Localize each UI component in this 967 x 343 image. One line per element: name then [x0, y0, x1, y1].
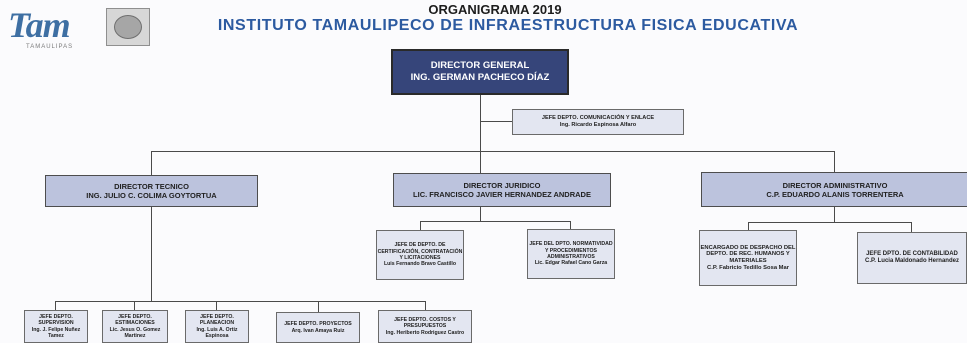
node-name: Lic. Edgar Rafael Cano Garza [534, 260, 608, 267]
organization-name: INSTITUTO TAMAULIPECO DE INFRAESTRUCTURA… [217, 17, 799, 34]
node-name: Ing. Ricardo Espinosa Alfaro [559, 122, 637, 128]
connector-directors-horizontal [151, 151, 834, 152]
node-director-administrativo: DIRECTOR ADMINISTRATIVO C.P. EDUARDO ALA… [701, 172, 967, 207]
node-normatividad: JEFE DEL DPTO. NORMATIVIDAD Y PROCEDIMIE… [527, 229, 615, 279]
connector-juridico [480, 151, 481, 173]
connector-costos [425, 301, 426, 310]
node-title: DIRECTOR TECNICO [114, 182, 189, 191]
node-name: LIC. FRANCISCO JAVIER HERNANDEZ ANDRADE [413, 190, 591, 199]
chart-title: ORGANIGRAMA 2019 [428, 2, 562, 17]
connector-dg-down [480, 95, 481, 151]
connector-juridico-horizontal [420, 221, 571, 222]
node-title: JEFE DE DEPTO. DE CERTIFICACIÓN, CONTRAT… [377, 242, 463, 261]
node-title: JEFE DEPTO. PROYECTOS [284, 321, 352, 328]
node-title: DIRECTOR GENERAL [430, 60, 530, 71]
node-name: Ing. J. Felipe Nuñez Tamez [31, 326, 81, 339]
connector-estimaciones [134, 301, 135, 310]
node-name: C.P. Lucia Maldonado Hernandez [865, 258, 959, 264]
node-title: JEFE DEL DPTO. NORMATIVIDAD Y PROCEDIMIE… [529, 241, 613, 260]
node-costos: JEFE DEPTO. COSTOS Y PRESUPUESTOS Ing. H… [378, 310, 472, 343]
node-certificacion: JEFE DE DEPTO. DE CERTIFICACIÓN, CONTRAT… [376, 230, 464, 280]
node-comunicacion-enlace: JEFE DEPTO. COMUNICACIÓN Y ENLACE Ing. R… [512, 109, 684, 135]
connector-rec-humanos [748, 222, 749, 230]
node-name: C.P. Fabricio Tedillo Sosa Mar [707, 264, 789, 271]
connector-tecnico [151, 151, 152, 175]
node-title: JEFE DEPTO. ESTIMACIONES [115, 313, 155, 327]
node-title: JEFE DEPTO. COSTOS Y PRESUPUESTOS [394, 317, 456, 330]
connector-administrativo-down [834, 207, 835, 222]
node-title: JEFE DPTO. DE CONTABILIDAD [866, 251, 958, 257]
connector-supervision [55, 301, 56, 310]
node-name: ING. JULIO C. COLIMA GOYTORTUA [86, 191, 217, 200]
connector-comunicacion [481, 121, 512, 122]
connector-tecnico-down [151, 207, 152, 301]
node-contabilidad: JEFE DPTO. DE CONTABILIDAD C.P. Lucia Ma… [857, 232, 967, 284]
connector-normatividad [570, 221, 571, 229]
node-title: ENCARGADO DE DESPACHO DEL DEPTO. DE REC.… [700, 244, 796, 264]
connector-administrativo-horizontal [748, 222, 912, 223]
node-name: C.P. EDUARDO ALANIS TORRENTERA [766, 189, 904, 199]
node-title: JEFE DEPTO. SUPERVISION [38, 313, 74, 327]
connector-contabilidad [911, 222, 912, 232]
node-name: Arq. Ivan Amaya Ruiz [291, 327, 345, 334]
connector-certificacion [420, 221, 421, 230]
node-name: ING. GERMAN PACHECO DÍAZ [410, 72, 550, 83]
node-name: Ing. Luis A. Ortiz Espinosa [196, 326, 238, 339]
connector-juridico-down [480, 207, 481, 221]
node-estimaciones: JEFE DEPTO. ESTIMACIONES Lic. Jesus O. G… [102, 310, 168, 343]
node-director-juridico: DIRECTOR JURIDICO LIC. FRANCISCO JAVIER … [393, 173, 611, 207]
connector-administrativo [834, 151, 835, 172]
connector-tecnico-horizontal [55, 301, 426, 302]
node-rec-humanos: ENCARGADO DE DESPACHO DEL DEPTO. DE REC.… [699, 230, 797, 286]
connector-proyectos [318, 301, 319, 312]
node-supervision: JEFE DEPTO. SUPERVISION Ing. J. Felipe N… [24, 310, 88, 343]
connector-planeacion [216, 301, 217, 310]
logo-subtitle: TAMAULIPAS [26, 44, 74, 50]
node-director-general: DIRECTOR GENERAL ING. GERMAN PACHECO DÍA… [391, 49, 569, 95]
node-title: JEFE DEPTO. COMUNICACIÓN Y ENLACE [541, 115, 655, 122]
node-title: JEFE DEPTO. PLANEACION [199, 313, 235, 327]
node-name: Lic. Jesus O. Gomez Martinez [109, 326, 161, 339]
logo-text: Tam [8, 5, 71, 45]
node-planeacion: JEFE DEPTO. PLANEACION Ing. Luis A. Orti… [185, 310, 249, 343]
node-name: Luis Fernando Bravo Castillo [383, 261, 457, 268]
seal-icon [106, 8, 150, 46]
node-title: DIRECTOR JURIDICO [463, 181, 541, 190]
node-title: DIRECTOR ADMINISTRATIVO [782, 180, 888, 190]
node-name: Ing. Heriberto Rodriguez Castro [385, 329, 465, 336]
node-director-tecnico: DIRECTOR TECNICO ING. JULIO C. COLIMA GO… [45, 175, 258, 207]
node-proyectos: JEFE DEPTO. PROYECTOS Arq. Ivan Amaya Ru… [276, 312, 360, 343]
